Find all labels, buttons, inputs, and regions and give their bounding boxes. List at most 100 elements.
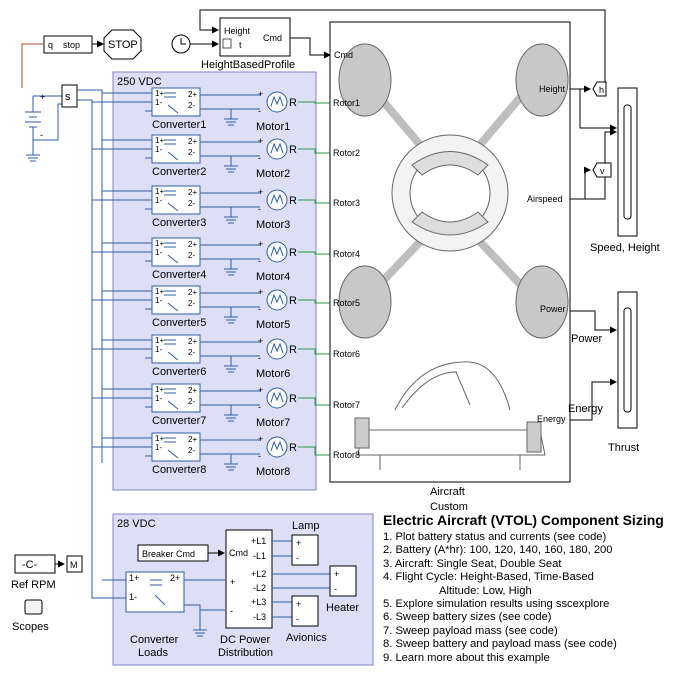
q-label: q	[48, 40, 53, 50]
motor-7[interactable]: +-R	[258, 385, 297, 412]
converter-7-port-p1: 1+	[155, 385, 164, 394]
motor-1[interactable]: +-R	[258, 89, 297, 116]
converter-1-port-n1: 1-	[155, 98, 162, 107]
converter-4[interactable]: 1+1-2+2-	[151, 237, 201, 267]
thrust-scope[interactable]	[617, 291, 638, 429]
motor-4-label: Motor4	[256, 271, 290, 283]
dc-l1p: +L1	[251, 536, 266, 546]
converter-1-label: Converter1	[152, 119, 206, 131]
note-item-3[interactable]: 3. Aircraft: Single Seat, Double Seat	[383, 557, 562, 570]
motor-2[interactable]: +-R	[258, 136, 297, 163]
aircraft-rotor-ports: Rotor1Rotor2Rotor3Rotor4Rotor5Rotor6Roto…	[333, 98, 360, 460]
scopes-button[interactable]	[24, 599, 43, 615]
note-item-8[interactable]: 8. Sweep battery and payload mass (see c…	[383, 638, 617, 651]
conv-loads-label-2: Loads	[138, 647, 168, 659]
converter-8-label: Converter8	[152, 464, 206, 476]
converter-1[interactable]: 1+1- 2+ 2-	[151, 87, 201, 117]
note-item-7[interactable]: 7. Sweep payload mass (see code)	[383, 624, 558, 637]
conv-loads-1p: 1+	[129, 573, 139, 583]
converter-6-port-n1: 1-	[155, 345, 162, 354]
converter-loads-block[interactable]: 1+ 1- 2+	[125, 571, 185, 613]
converter-4-label: Converter4	[152, 269, 206, 281]
converter-2[interactable]: 1+1-2+2-	[151, 134, 201, 164]
scopes-label: Scopes	[12, 621, 49, 633]
conv-loads-2p: 2+	[170, 573, 180, 583]
dc-l1n: -L1	[253, 551, 266, 561]
battery-minus: -	[40, 130, 43, 140]
note-item-5[interactable]: 5. Explore simulation results using ssce…	[383, 598, 610, 611]
motor-5-plus: +	[258, 287, 263, 297]
converter-6-port-p1: 1+	[155, 336, 164, 345]
motor-1-minus: -	[258, 106, 261, 116]
note-item-9[interactable]: 9. Learn more about this example	[383, 651, 550, 664]
heater-block[interactable]: + -	[329, 565, 357, 597]
converter-7[interactable]: 1+1-2+2-	[151, 383, 201, 413]
motor-4-r-port: R	[289, 247, 297, 259]
m-goto-tag[interactable]: M	[66, 555, 83, 573]
aircraft-rotor-port-8: Rotor8	[333, 450, 360, 460]
converter-5[interactable]: 1+1-2+2-	[151, 285, 201, 315]
motor-6[interactable]: +-R	[258, 336, 297, 363]
motor-8-minus: -	[258, 451, 261, 461]
dc-l2p: +L2	[251, 569, 266, 579]
battery-sensor-wire	[21, 43, 44, 88]
notes-list: 1. Plot battery status and currents (see…	[383, 531, 673, 665]
profile-height-port: Height	[224, 26, 251, 36]
h-goto-tag[interactable]: h	[592, 81, 607, 97]
converter-3-port-n2: 2-	[188, 199, 195, 208]
converter-1-port-n2: 2-	[188, 101, 195, 110]
motor-8-r-port: R	[289, 442, 297, 454]
motor-6-plus: +	[258, 336, 263, 346]
ref-rpm-constant[interactable]: -C-	[14, 554, 56, 574]
aircraft-label: Aircraft	[430, 486, 465, 498]
motor-8-label: Motor8	[256, 466, 290, 478]
conv-loads-label-1: Converter	[130, 634, 179, 646]
speed-height-scope[interactable]	[617, 87, 638, 237]
breaker-cmd-block[interactable]: Breaker Cmd	[137, 544, 209, 562]
stop-block-label: STOP	[108, 39, 138, 51]
converter-4-port-p1: 1+	[155, 239, 164, 248]
converter-3[interactable]: 1+1-2+2-	[151, 185, 201, 215]
dc-power-distribution-block[interactable]: Cmd + - +L1 -L1 +L2 -L2 +L3 -L3	[225, 529, 273, 629]
aircraft-rotor-port-1: Rotor1	[333, 98, 360, 108]
energy-wire-label: Energy	[568, 403, 603, 415]
m-tag-label: M	[70, 560, 78, 570]
motor-2-label: Motor2	[256, 168, 290, 180]
converter-5-port-n2: 2-	[188, 299, 195, 308]
note-item-1[interactable]: 1. Plot battery status and currents (see…	[383, 531, 607, 543]
stop-tag-block[interactable]: q stop	[43, 35, 93, 54]
note-item-6[interactable]: 6. Sweep battery sizes (see code)	[383, 611, 552, 624]
motor-5[interactable]: +-R	[258, 287, 297, 314]
battery[interactable]: + -	[25, 92, 45, 140]
aircraft-block[interactable]: Cmd Height Airspeed Power Energy Rotor1R…	[329, 21, 571, 483]
stop-block[interactable]	[103, 29, 142, 60]
motor-8[interactable]: +-R	[258, 434, 297, 461]
converter-8[interactable]: 1+1-2+2-	[151, 432, 201, 462]
converter-7-port-n2: 2-	[188, 397, 195, 406]
motor-3-minus: -	[258, 204, 261, 214]
current-sensor-block[interactable]: s	[61, 84, 78, 108]
motor-7-r-port: R	[289, 393, 297, 405]
converter-1-port-p1: 1+	[155, 89, 164, 98]
lamp-block[interactable]: + -	[291, 534, 319, 566]
converter-1-port-p2: 2+	[188, 90, 197, 99]
avionics-block[interactable]: + -	[291, 595, 319, 627]
clock-block[interactable]	[171, 34, 191, 54]
motor-4[interactable]: +-R	[258, 239, 297, 266]
current-sensor-label: s	[65, 91, 71, 103]
aircraft-sublabel: Custom	[430, 501, 468, 513]
motor-2-minus: -	[258, 153, 261, 163]
motor-3[interactable]: +-R	[258, 187, 297, 214]
note-item-2[interactable]: 2. Battery (A*hr): 100, 120, 140, 160, 1…	[383, 544, 613, 557]
note-item-4-sub[interactable]: Altitude: Low, High	[439, 584, 532, 597]
motor-2-plus: +	[258, 136, 263, 146]
lamp-label: Lamp	[292, 520, 320, 532]
converter-6[interactable]: 1+1-2+2-	[151, 334, 201, 364]
heater-plus: +	[334, 569, 339, 579]
dc-minus-port: -	[230, 606, 233, 616]
dc-cmd-port: Cmd	[229, 548, 248, 558]
note-item-4[interactable]: 4. Flight Cycle: Height-Based, Time-Base…	[383, 571, 594, 584]
v-goto-tag[interactable]: v	[592, 162, 612, 178]
height-based-profile-block[interactable]: Height t Cmd	[219, 17, 291, 57]
speed-height-scope-label: Speed, Height	[590, 242, 660, 254]
